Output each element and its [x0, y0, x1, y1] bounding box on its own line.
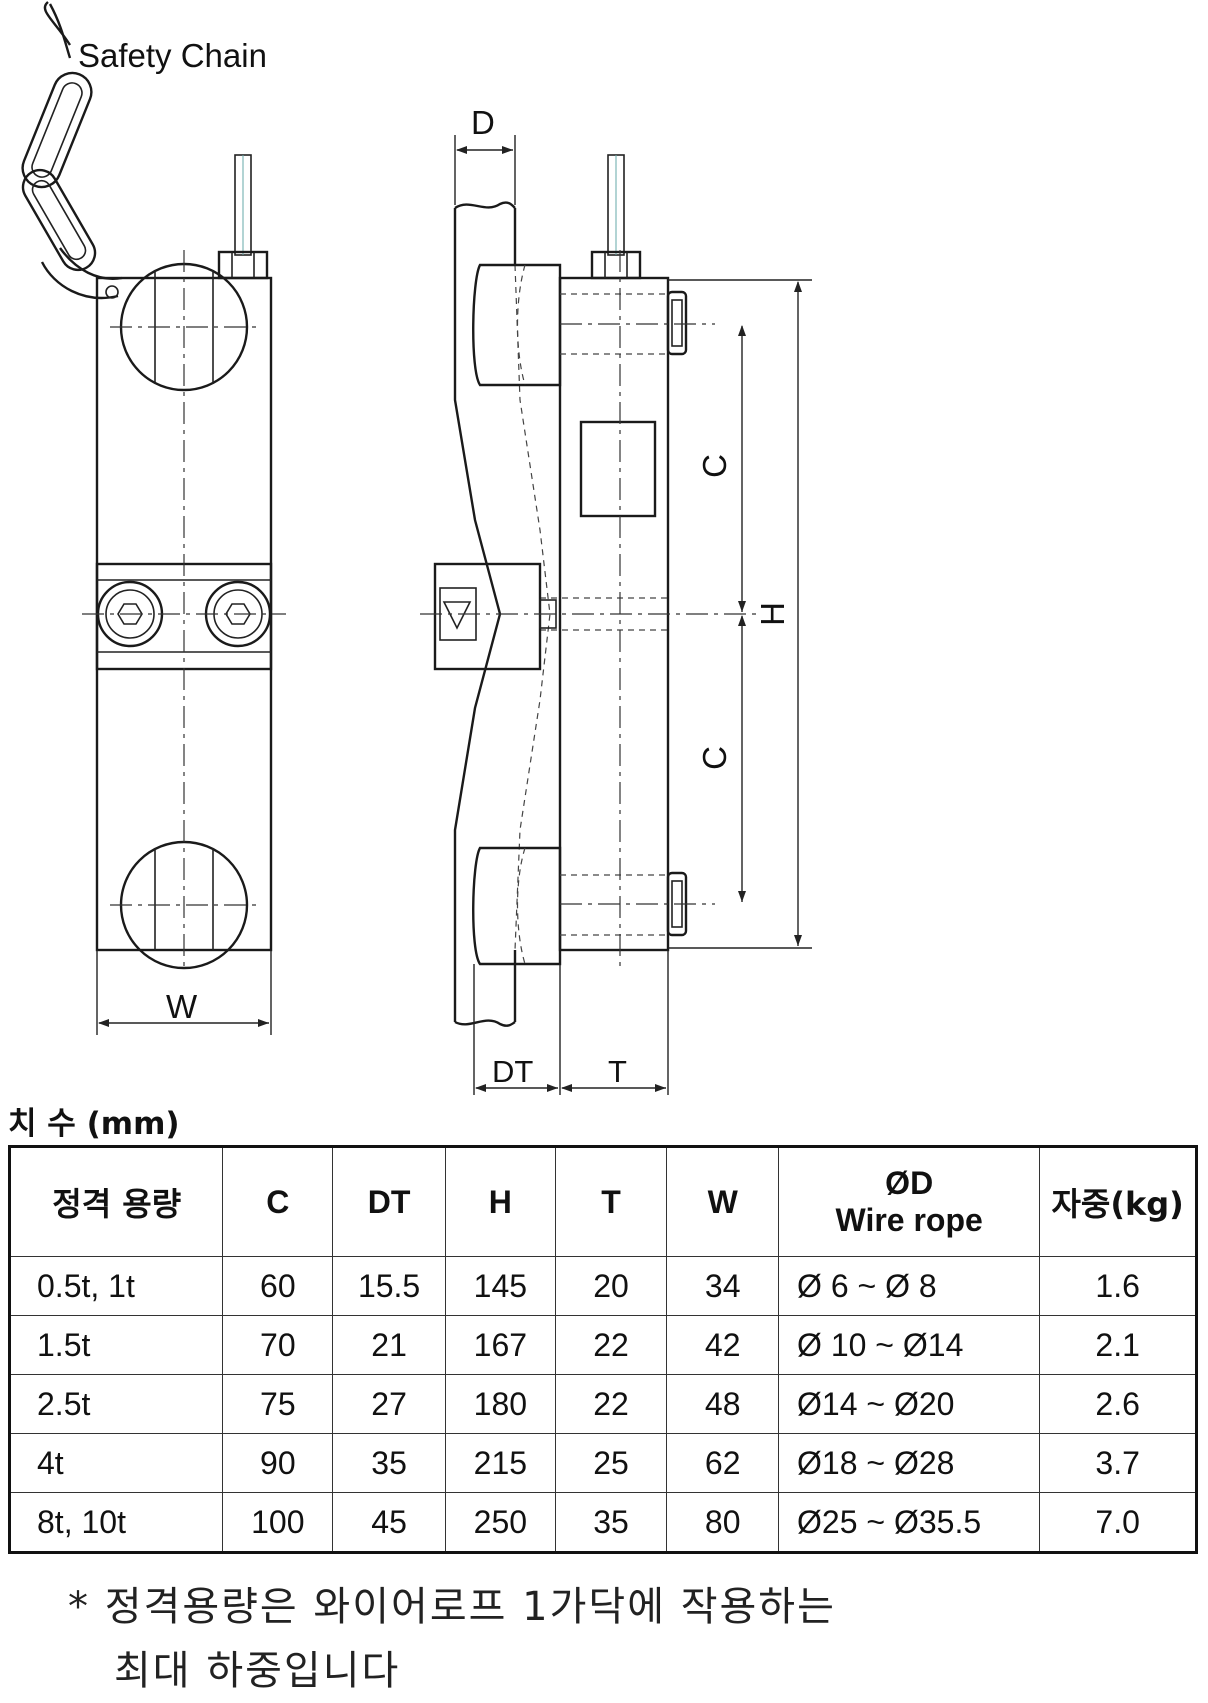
cell-h: 250 — [444, 1492, 556, 1553]
cell-weight: 2.6 — [1039, 1374, 1197, 1434]
cell-w: 42 — [666, 1315, 780, 1375]
header-c: C — [222, 1146, 334, 1257]
header-od: ØD — [885, 1165, 934, 1201]
cell-capacity: 4t — [8, 1433, 224, 1493]
safety-chain-icon — [21, 1, 123, 300]
cell-rope: Ø18 ~ Ø28 — [778, 1433, 1041, 1493]
cable-gland-icon — [217, 154, 269, 280]
cell-capacity: 1.5t — [8, 1315, 224, 1375]
table-row: 8t, 10t 100 45 250 35 80 Ø25 ~ Ø35.5 7.0 — [8, 1492, 1197, 1553]
cell-t: 35 — [554, 1492, 668, 1553]
cell-dt: 45 — [332, 1492, 446, 1553]
cell-h: 145 — [444, 1256, 556, 1316]
table-header-row: 정격 용량 C DT H T W ØD Wire rope 자중(kg) — [8, 1146, 1197, 1257]
cell-t: 20 — [554, 1256, 668, 1316]
cell-t: 25 — [554, 1433, 668, 1493]
side-view: D — [420, 104, 812, 1095]
bottom-saddle — [472, 846, 562, 966]
cell-c: 75 — [222, 1374, 334, 1434]
cell-c: 60 — [222, 1256, 334, 1316]
top-saddle — [472, 263, 562, 387]
footnote: * 정격용량은 와이어로프 1가닥에 작용하는 최대 하중입니다 — [68, 1575, 836, 1703]
cell-w: 34 — [666, 1256, 780, 1316]
table-row: 4t 90 35 215 25 62 Ø18 ~ Ø28 3.7 — [8, 1433, 1197, 1493]
cell-dt: 21 — [332, 1315, 446, 1375]
load-cell-drawing: Safety Chain — [21, 1, 812, 1095]
cell-weight: 7.0 — [1039, 1492, 1197, 1553]
cell-c: 90 — [222, 1433, 334, 1493]
cell-h: 215 — [444, 1433, 556, 1493]
header-dt: DT — [332, 1146, 446, 1257]
cell-w: 80 — [666, 1492, 780, 1553]
header-h: H — [444, 1146, 556, 1257]
header-wire-rope-label: Wire rope — [835, 1202, 983, 1238]
cell-c: 70 — [222, 1315, 334, 1375]
table-row: 1.5t 70 21 167 22 42 Ø 10 ~ Ø14 2.1 — [8, 1315, 1197, 1375]
table-title: 치 수 (mm) — [8, 1106, 180, 1142]
d-dimension-label: D — [471, 104, 495, 141]
cell-w: 48 — [666, 1374, 780, 1434]
h-dimension-label: H — [754, 602, 791, 626]
cell-rope: Ø 6 ~ Ø 8 — [778, 1256, 1041, 1316]
w-dimension-label: W — [166, 988, 198, 1025]
footnote-line-2: 최대 하중입니다 — [114, 1648, 401, 1694]
t-dimension-label: T — [608, 1054, 627, 1089]
cell-dt: 35 — [332, 1433, 446, 1493]
table-row: 0.5t, 1t 60 15.5 145 20 34 Ø 6 ~ Ø 8 1.6 — [8, 1256, 1197, 1316]
header-weight: 자중(kg) — [1039, 1146, 1197, 1257]
cell-capacity: 2.5t — [8, 1374, 224, 1434]
dt-dimension-label: DT — [492, 1054, 533, 1089]
cell-t: 22 — [554, 1315, 668, 1375]
table-row: 2.5t 75 27 180 22 48 Ø14 ~ Ø20 2.6 — [8, 1374, 1197, 1434]
cell-capacity: 0.5t, 1t — [8, 1256, 224, 1316]
footnote-line-1: * 정격용량은 와이어로프 1가닥에 작용하는 — [68, 1584, 836, 1630]
cell-rope: Ø14 ~ Ø20 — [778, 1374, 1041, 1434]
cell-rope: Ø25 ~ Ø35.5 — [778, 1492, 1041, 1553]
cell-c: 100 — [222, 1492, 334, 1553]
wire-rope-icon — [453, 201, 551, 1027]
cell-capacity: 8t, 10t — [8, 1492, 224, 1553]
dimension-table: 정격 용량 C DT H T W ØD Wire rope 자중(kg) 0.5… — [8, 1145, 1198, 1554]
cell-weight: 1.6 — [1039, 1256, 1197, 1316]
cell-dt: 27 — [332, 1374, 446, 1434]
cell-h: 167 — [444, 1315, 556, 1375]
header-t: T — [554, 1146, 668, 1257]
cell-w: 62 — [666, 1433, 780, 1493]
label-plate — [579, 420, 657, 518]
c-upper-dimension-label: C — [696, 454, 733, 478]
cell-t: 22 — [554, 1374, 668, 1434]
cell-h: 180 — [444, 1374, 556, 1434]
cell-weight: 2.1 — [1039, 1315, 1197, 1375]
safety-chain-label: Safety Chain — [78, 37, 267, 74]
cell-dt: 15.5 — [332, 1256, 446, 1316]
header-rated-capacity: 정격 용량 — [8, 1146, 224, 1257]
cell-weight: 3.7 — [1039, 1433, 1197, 1493]
header-w: W — [666, 1146, 780, 1257]
cell-rope: Ø 10 ~ Ø14 — [778, 1315, 1041, 1375]
c-lower-dimension-label: C — [696, 746, 733, 770]
header-wire-rope: ØD Wire rope — [778, 1146, 1041, 1257]
front-view: Safety Chain — [21, 1, 286, 1035]
